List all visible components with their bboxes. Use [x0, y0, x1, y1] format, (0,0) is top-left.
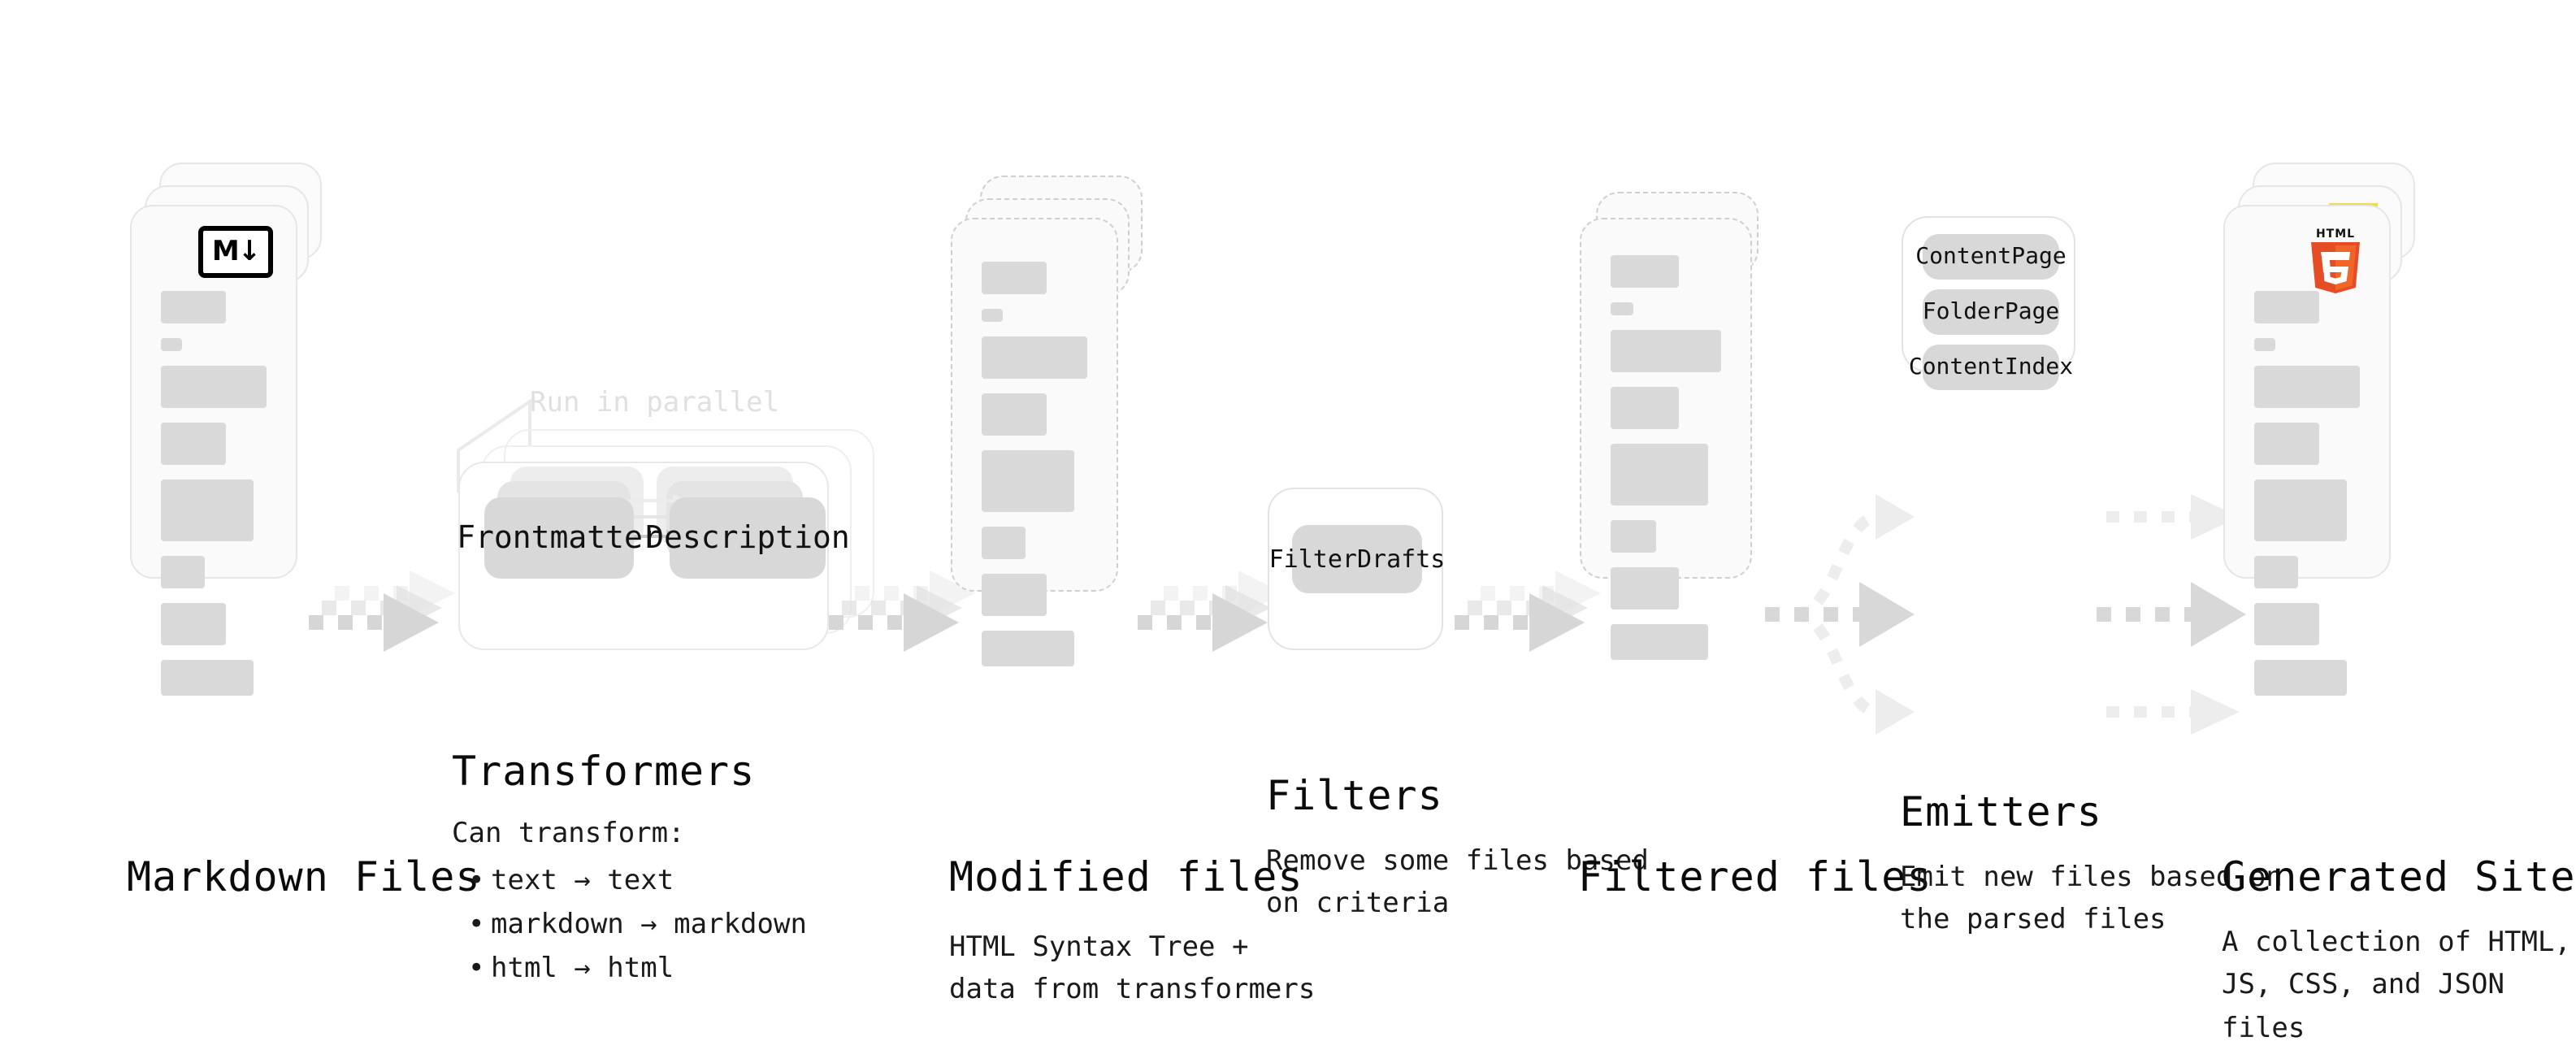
skeleton-bar: [2254, 479, 2348, 541]
modified-card-skeleton: [982, 262, 1087, 681]
skeleton-bar: [161, 338, 182, 351]
filtered-card-skeleton: [1611, 255, 1721, 675]
connector-transformers-to-modified: [829, 561, 975, 681]
skeleton-bar: [982, 450, 1075, 512]
connector-md-to-transformers: [309, 561, 455, 681]
markdown-card-skeleton: [161, 291, 267, 710]
skeleton-bar: [2254, 366, 2360, 408]
skeleton-bar: [2254, 556, 2298, 588]
html5-badge: HTML: [2305, 223, 2366, 294]
chip-contentpage[interactable]: ContentPage: [1915, 234, 2066, 280]
stage-label-generated-site: Generated Site: [2222, 853, 2576, 900]
skeleton-bar: [982, 393, 1047, 436]
skeleton-bar: [1611, 387, 1680, 429]
filtered-card-front: [1580, 218, 1752, 660]
chip-folderpage-label: FolderPage: [1922, 299, 2060, 325]
generated-site-caption: A collection of HTML, JS, CSS, and JSON …: [2222, 926, 2571, 1045]
stage-label-filtered-files: Filtered files: [1578, 853, 1932, 900]
chip-description[interactable]: Description: [645, 497, 850, 579]
transformers-caption-item: markdown → markdown: [468, 903, 807, 947]
skeleton-bar: [1611, 624, 1708, 660]
skeleton-bar: [1611, 520, 1656, 553]
site-card-html: HTML: [2223, 205, 2391, 696]
transformers-caption-item: text → text: [468, 860, 807, 904]
transformers-caption-lead: Can transform:: [452, 818, 685, 850]
transformers-caption-items: text → text markdown → markdown html → h…: [452, 860, 807, 991]
skeleton-bar: [161, 603, 227, 645]
skeleton-bar: [161, 366, 267, 408]
chip-folderpage[interactable]: FolderPage: [1923, 289, 2059, 335]
chip-contentindex[interactable]: ContentIndex: [1909, 345, 2073, 390]
modified-files-caption: HTML Syntax Tree + data from transformer…: [949, 931, 1316, 1007]
skeleton-bar: [2254, 660, 2348, 696]
skeleton-bar: [1611, 302, 1633, 315]
chip-description-label: Description: [645, 520, 850, 556]
skeleton-bar: [982, 336, 1087, 379]
run-in-parallel-bracket: [457, 398, 531, 492]
skeleton-bar: [1611, 444, 1708, 505]
chip-frontmatter-label: Frontmatter: [457, 520, 661, 556]
chip-contentindex-label: ContentIndex: [1908, 354, 2074, 380]
chip-filterdrafts-label: FilterDrafts: [1268, 545, 1446, 574]
skeleton-bar: [2254, 338, 2275, 351]
skeleton-bar: [2254, 603, 2320, 645]
transformers-caption-item: html → html: [468, 947, 807, 991]
diagram-canvas: M↓ M↓ M↓ Markdown Files: [0, 0, 2576, 681]
stage-label-filters: Filters: [1266, 772, 1443, 819]
markdown-badge: M↓: [198, 226, 273, 278]
connector-filtered-to-emitters: [1765, 452, 1915, 783]
skeleton-bar: [982, 527, 1026, 559]
stage-label-markdown-files: Markdown Files: [127, 853, 481, 900]
skeleton-bar: [1611, 255, 1680, 288]
skeleton-bar: [161, 479, 254, 541]
svg-text:HTML: HTML: [2316, 228, 2355, 241]
run-in-parallel-label: Run in parallel: [530, 387, 780, 419]
stage-label-transformers: Transformers: [452, 748, 756, 795]
skeleton-bar: [161, 556, 205, 588]
skeleton-bar: [982, 631, 1075, 666]
connector-filters-to-filtered: [1455, 561, 1601, 681]
chip-contentpage-label: ContentPage: [1915, 244, 2066, 270]
modified-card-front: [951, 218, 1118, 666]
connector-modified-to-filters: [1138, 561, 1284, 681]
skeleton-bar: [161, 660, 254, 696]
skeleton-bar: [161, 423, 227, 465]
skeleton-bar: [982, 262, 1047, 294]
skeleton-bar: [982, 309, 1003, 322]
transformers-caption: Can transform: text → text markdown → ma…: [452, 813, 807, 991]
markdown-card-front: M↓: [130, 205, 297, 696]
emitters-group-box: ContentPage FolderPage ContentIndex: [1902, 216, 2075, 390]
skeleton-bar: [161, 291, 227, 323]
skeleton-bar: [2254, 291, 2320, 323]
skeleton-bar: [2254, 423, 2320, 465]
skeleton-bar: [982, 574, 1047, 616]
stage-label-modified-files: Modified files: [949, 853, 1303, 900]
stage-label-emitters: Emitters: [1900, 788, 2102, 835]
skeleton-bar: [1611, 330, 1721, 372]
chip-frontmatter[interactable]: Frontmatter: [457, 497, 661, 579]
filters-group-box: FilterDrafts: [1268, 488, 1445, 650]
site-card-skeleton: [2254, 291, 2360, 710]
skeleton-bar: [1611, 567, 1680, 610]
chip-filterdrafts[interactable]: FilterDrafts: [1269, 525, 1445, 593]
